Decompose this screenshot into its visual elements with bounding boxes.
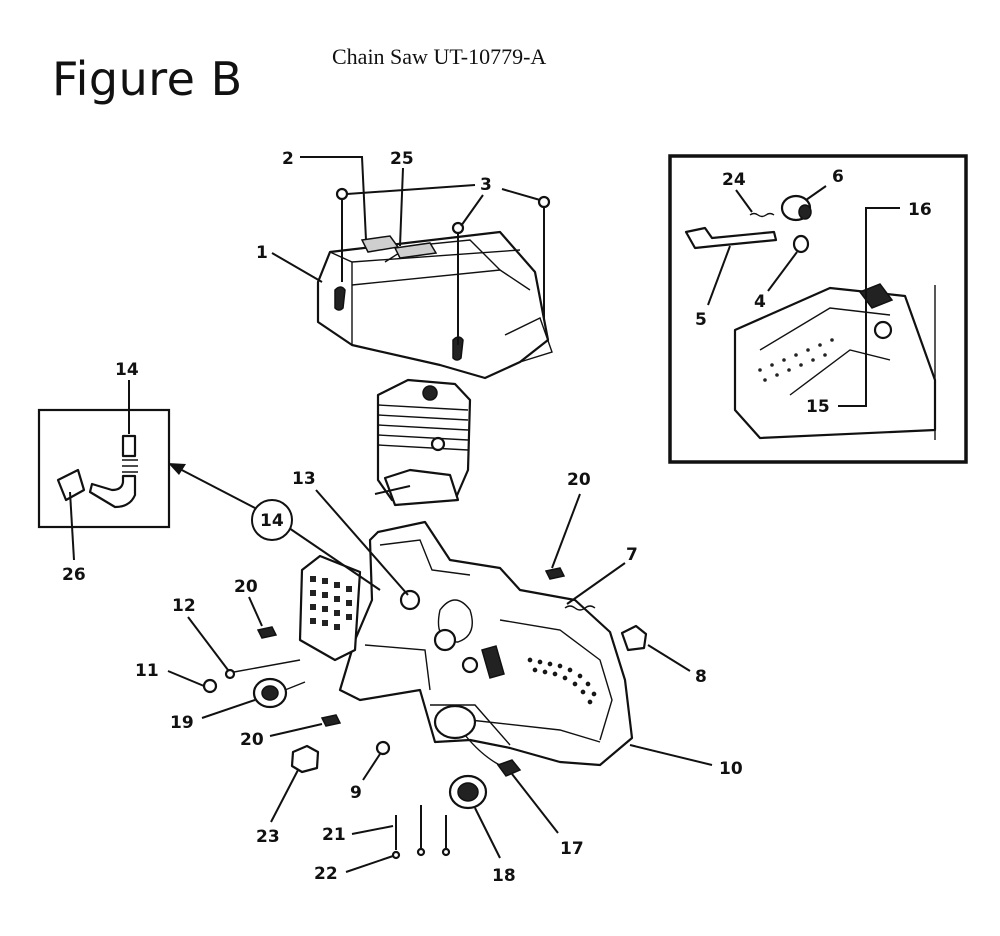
callout-24: 24 [722, 170, 746, 190]
callout-14-circle-label: 14 [260, 511, 284, 531]
callout-20-right: 20 [567, 470, 591, 490]
callout-20-left: 20 [234, 577, 258, 597]
filter-plate [298, 554, 362, 662]
cover-screws [335, 187, 551, 345]
callout-1: 1 [256, 243, 268, 263]
crankcase [338, 520, 634, 767]
callout-3: 3 [480, 175, 492, 195]
callout-23: 23 [256, 827, 280, 847]
document-title: Chain Saw UT-10779-A [332, 44, 547, 69]
callout-14-top: 14 [115, 360, 139, 380]
callout-2: 2 [282, 149, 294, 169]
callout-9: 9 [350, 783, 362, 803]
handle-switch-inset [668, 154, 968, 464]
callout-8: 8 [695, 667, 707, 687]
leader-lines [167, 156, 827, 873]
figure-title: Figure B [52, 52, 243, 106]
callout-12: 12 [172, 596, 196, 616]
callout-7: 7 [626, 545, 638, 565]
callout-26: 26 [62, 565, 86, 585]
callout-20-bottom: 20 [240, 730, 264, 750]
callout-13: 13 [292, 469, 316, 489]
vent-holes [527, 657, 597, 705]
engine-cylinder [374, 378, 472, 507]
callout-16: 16 [908, 200, 932, 220]
callout-21: 21 [322, 825, 346, 845]
callout-25: 25 [390, 149, 414, 169]
top-cover [316, 230, 553, 380]
callout-4: 4 [754, 292, 766, 312]
callout-22: 22 [314, 864, 338, 884]
callout-10: 10 [719, 759, 743, 779]
callout-5: 5 [695, 310, 707, 330]
fuel-line-inset [37, 380, 171, 561]
callout-19: 19 [170, 713, 194, 733]
callout-14-circle [251, 499, 293, 541]
small-parts [202, 567, 648, 860]
callout-11: 11 [135, 661, 159, 681]
callout-17: 17 [560, 839, 584, 859]
callout-18: 18 [492, 866, 516, 886]
callout-15: 15 [806, 397, 830, 417]
callout-6: 6 [832, 167, 844, 187]
callout-numbers: 2 25 3 1 14 26 14 13 20 7 20 12 11 8 19 … [62, 149, 932, 886]
